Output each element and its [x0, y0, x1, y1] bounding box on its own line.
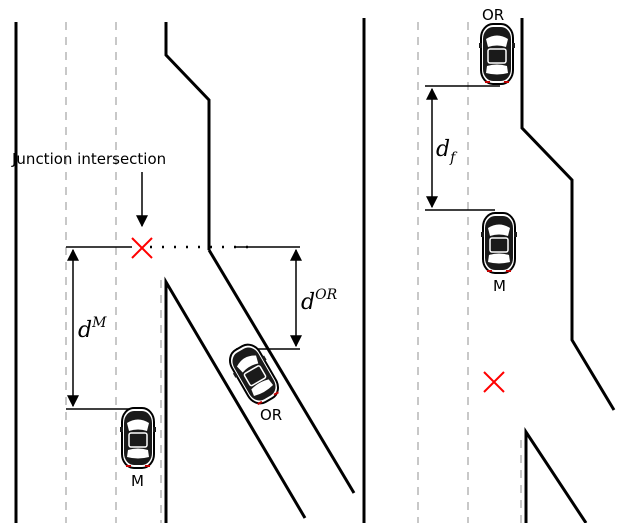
intersection-cross-icon — [131, 237, 153, 259]
dist-main-label: dM — [78, 315, 107, 343]
car-icon — [119, 407, 157, 469]
rear-car-label: M — [493, 277, 506, 295]
right-panel: df OR M — [362, 6, 616, 523]
front-car-label: OR — [482, 6, 504, 24]
dist-onramp-label: dOR — [301, 287, 338, 315]
onramp-inner-edge — [164, 276, 307, 523]
intersection-cross-icon — [483, 371, 505, 393]
road-edge-right-upper — [520, 18, 616, 411]
merging-car-label: M — [131, 472, 144, 490]
onramp-car-label: OR — [260, 406, 282, 424]
junction-label: Junction intersection — [11, 150, 166, 168]
left-panel: Junction intersection dM dOR M OR — [11, 22, 356, 523]
onramp-inner-edge — [524, 427, 588, 523]
car-icon — [480, 212, 518, 274]
onramp-outer-edge — [207, 249, 356, 494]
car-icon — [478, 23, 516, 85]
dist-follow-label: df — [436, 137, 458, 166]
road-edge-right-upper — [164, 22, 211, 250]
